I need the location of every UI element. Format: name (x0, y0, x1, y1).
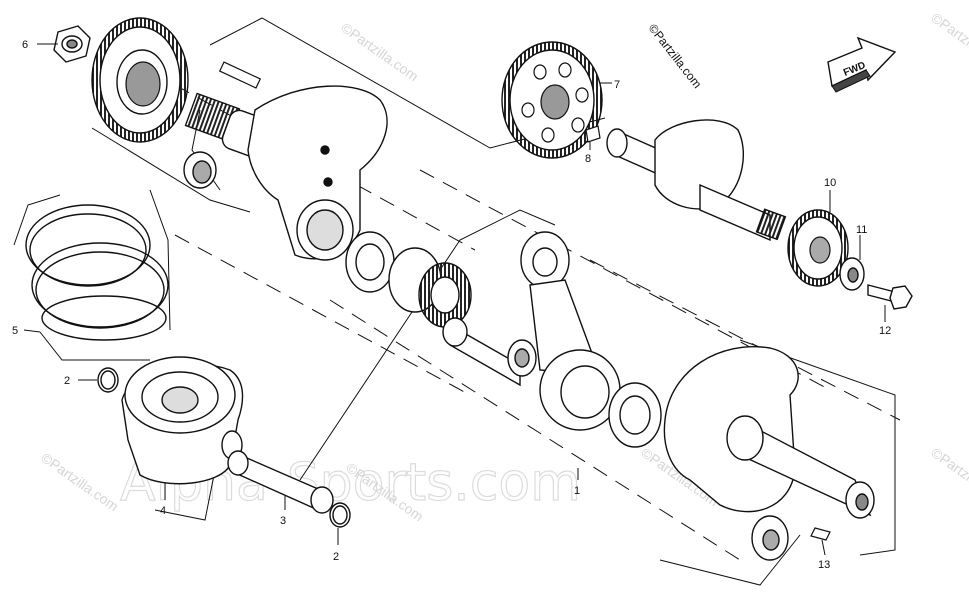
watermark-partzilla-1: ©Partzilla.com (338, 19, 421, 84)
part-needle-bearing (388, 247, 472, 328)
part-connecting-rod (520, 231, 621, 431)
part-4-piston (121, 356, 244, 485)
part-pin (218, 61, 262, 89)
part-washer-bottom (751, 515, 789, 561)
part-3-piston-pin (227, 450, 334, 514)
callout-2-left: 2 (64, 375, 70, 387)
watermark-partzilla-3: ©Partzilla.com (38, 449, 121, 514)
watermark-partzilla-2: ©Partzilla.com (928, 9, 969, 74)
crankshaft-right-half (663, 346, 875, 519)
callout-7: 7 (614, 79, 620, 91)
callout-10: 10 (824, 177, 836, 189)
callout-5: 5 (12, 325, 18, 337)
part-2-circlip-left (97, 367, 119, 393)
callout-6: 6 (22, 39, 28, 51)
callout-labels: 6 7 8 10 11 12 5 2 4 3 2 1 13 (12, 39, 891, 571)
callout-2-bottom: 2 (333, 551, 339, 563)
part-washer-small-left (183, 151, 217, 189)
part-7-gear (501, 41, 603, 159)
callout-12: 12 (879, 325, 891, 337)
part-6-nut (53, 25, 91, 63)
part-12-bolt (867, 284, 913, 310)
callout-4: 4 (160, 505, 166, 517)
partzilla-copyright: ©Partzilla.com (646, 21, 705, 91)
part-5-piston-rings (25, 204, 169, 341)
part-crank-pin (442, 317, 537, 387)
callout-3: 3 (280, 515, 286, 527)
crankshaft-left-half (184, 85, 388, 261)
callout-1: 1 (574, 485, 580, 497)
fwd-arrow-icon: FWD (827, 36, 897, 93)
part-2-circlip-bottom (329, 502, 351, 528)
balancer-shaft (606, 119, 787, 242)
callout-8: 8 (585, 153, 591, 165)
part-11-washer (839, 257, 865, 291)
part-thrust-washer-right (608, 382, 662, 448)
watermark-partzilla-6: ©Partzilla.com (928, 444, 969, 509)
gear-left-primary (91, 17, 189, 143)
part-13-key (810, 527, 831, 541)
part-8-key (585, 125, 601, 143)
part-thrust-washer-center (345, 231, 395, 293)
callout-13: 13 (818, 559, 830, 571)
part-10-sprocket (787, 209, 849, 287)
callout-leaders (23, 43, 886, 556)
callout-11: 11 (856, 224, 867, 236)
